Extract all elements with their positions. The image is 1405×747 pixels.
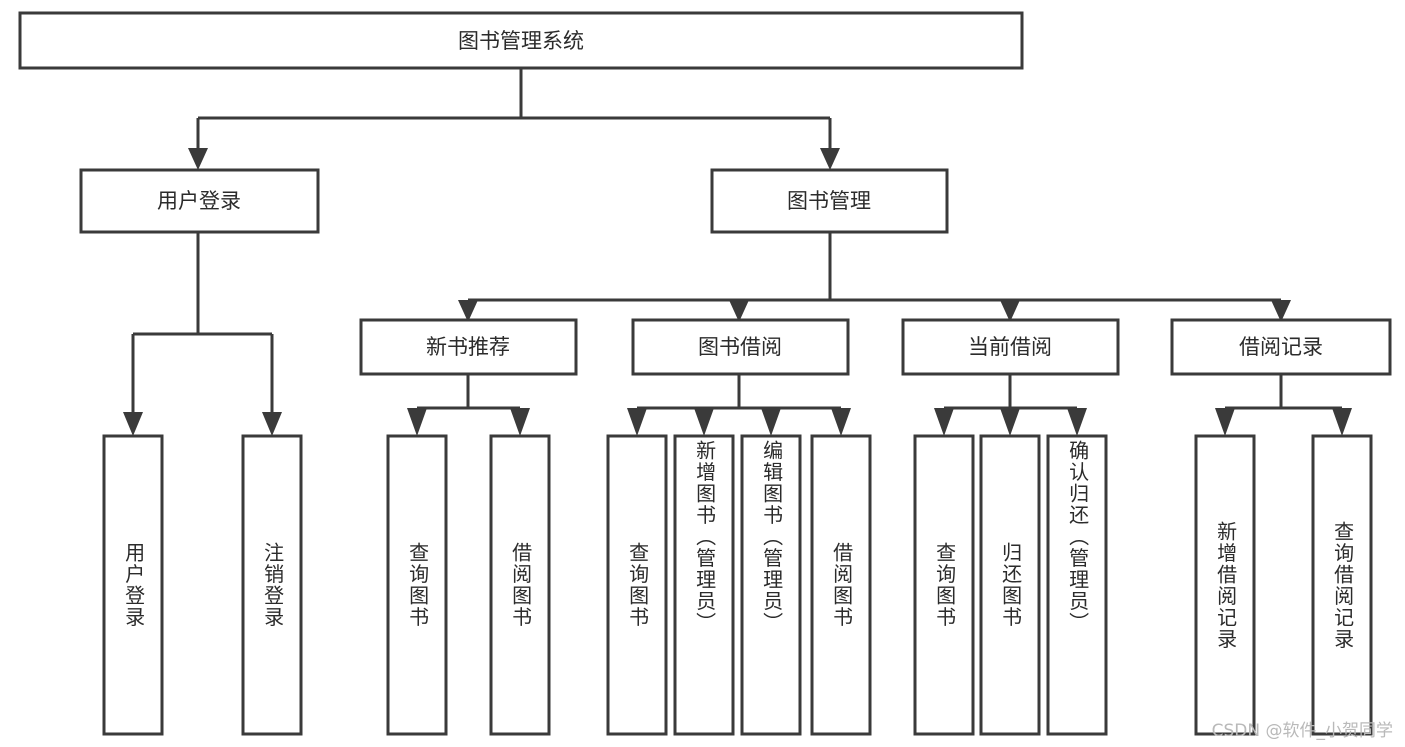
node-new-book-recommend[interactable]: 新书推荐 — [359, 318, 578, 376]
connector-group-current-borrow — [934, 374, 1087, 436]
leaf-box-book-borrow-0[interactable] — [606, 434, 668, 736]
arrow-head-leaf-borrow-record-1 — [1332, 408, 1352, 436]
node-borrow-record-box[interactable] — [1170, 318, 1392, 376]
node-book-management-label: 图书管理 — [787, 189, 871, 213]
arrow-head-leaf-book-borrow-0 — [627, 408, 647, 436]
node-book-management[interactable]: 图书管理 — [710, 168, 949, 234]
node-new-book-recommend-label: 新书推荐 — [426, 335, 510, 359]
arrow-head-borrow-record — [1271, 300, 1291, 322]
arrow-head-book-borrow — [729, 300, 749, 322]
arrow-head-leaf-book-borrow-2 — [761, 408, 781, 436]
arrow-head-new-book — [458, 300, 478, 322]
arrow-head-user-login — [188, 148, 208, 170]
arrow-head-leaf-current-borrow-1 — [1000, 408, 1020, 436]
leaf-box-book-borrow-2[interactable] — [740, 434, 802, 736]
connector-group-borrow-record — [1215, 374, 1352, 436]
node-user-login-box[interactable] — [79, 168, 320, 234]
connector-group-book-mgmt — [458, 232, 1291, 322]
node-new-book-recommend-box[interactable] — [359, 318, 578, 376]
leaf-box-borrow-record-0[interactable] — [1194, 434, 1256, 736]
node-root[interactable]: 图书管理系统 — [18, 11, 1024, 70]
node-borrow-record[interactable]: 借阅记录 — [1170, 318, 1392, 376]
arrow-head-current-borrow — [1000, 300, 1020, 322]
leaf-box-current-borrow-0[interactable] — [913, 434, 975, 736]
arrow-head-leaf-current-borrow-2 — [1067, 408, 1087, 436]
leaf-box-current-borrow-1[interactable] — [979, 434, 1041, 736]
node-book-borrow-label: 图书借阅 — [698, 335, 782, 359]
node-user-login[interactable]: 用户登录 — [79, 168, 320, 234]
leaf-group-current-borrow — [913, 434, 1108, 736]
arrow-head-leaf-new-book-0 — [407, 408, 427, 436]
leaf-group-user-login — [102, 434, 303, 736]
arrow-head-leaf-book-borrow-3 — [831, 408, 851, 436]
node-root-box[interactable] — [18, 11, 1024, 70]
arrow-head-leaf-user-login-1 — [262, 412, 282, 436]
arrow-head-leaf-new-book-1 — [510, 408, 530, 436]
arrow-head-leaf-book-borrow-1 — [694, 408, 714, 436]
connector-group-book-borrow — [627, 374, 851, 436]
leaf-group-new-book-recommend — [386, 434, 551, 736]
node-current-borrow[interactable]: 当前借阅 — [901, 318, 1120, 376]
connector-group-user-login — [123, 232, 282, 436]
leaf-box-new-book-0[interactable] — [386, 434, 448, 736]
arrow-head-leaf-user-login-0 — [123, 412, 143, 436]
leaf-group-book-borrow — [606, 434, 872, 736]
arrow-head-book-mgmt — [820, 148, 840, 170]
leaf-box-current-borrow-2[interactable] — [1046, 434, 1108, 736]
leaf-box-book-borrow-1[interactable] — [673, 434, 735, 736]
leaf-group-borrow-record — [1194, 434, 1373, 736]
node-current-borrow-label: 当前借阅 — [968, 335, 1052, 359]
connector-group-root — [188, 68, 840, 170]
node-book-management-box[interactable] — [710, 168, 949, 234]
leaf-box-book-borrow-3[interactable] — [810, 434, 872, 736]
node-user-login-label: 用户登录 — [157, 189, 241, 213]
leaf-box-user-login-1[interactable] — [241, 434, 303, 736]
arrow-head-leaf-current-borrow-0 — [934, 408, 954, 436]
node-root-label: 图书管理系统 — [458, 29, 584, 53]
node-current-borrow-box[interactable] — [901, 318, 1120, 376]
node-book-borrow[interactable]: 图书借阅 — [631, 318, 850, 376]
connector-group-new-book — [407, 374, 530, 436]
arrow-head-leaf-borrow-record-0 — [1215, 408, 1235, 436]
leaf-box-user-login-0[interactable] — [102, 434, 164, 736]
leaf-box-borrow-record-1[interactable] — [1311, 434, 1373, 736]
leaf-box-new-book-1[interactable] — [489, 434, 551, 736]
node-book-borrow-box[interactable] — [631, 318, 850, 376]
node-borrow-record-label: 借阅记录 — [1239, 335, 1323, 359]
